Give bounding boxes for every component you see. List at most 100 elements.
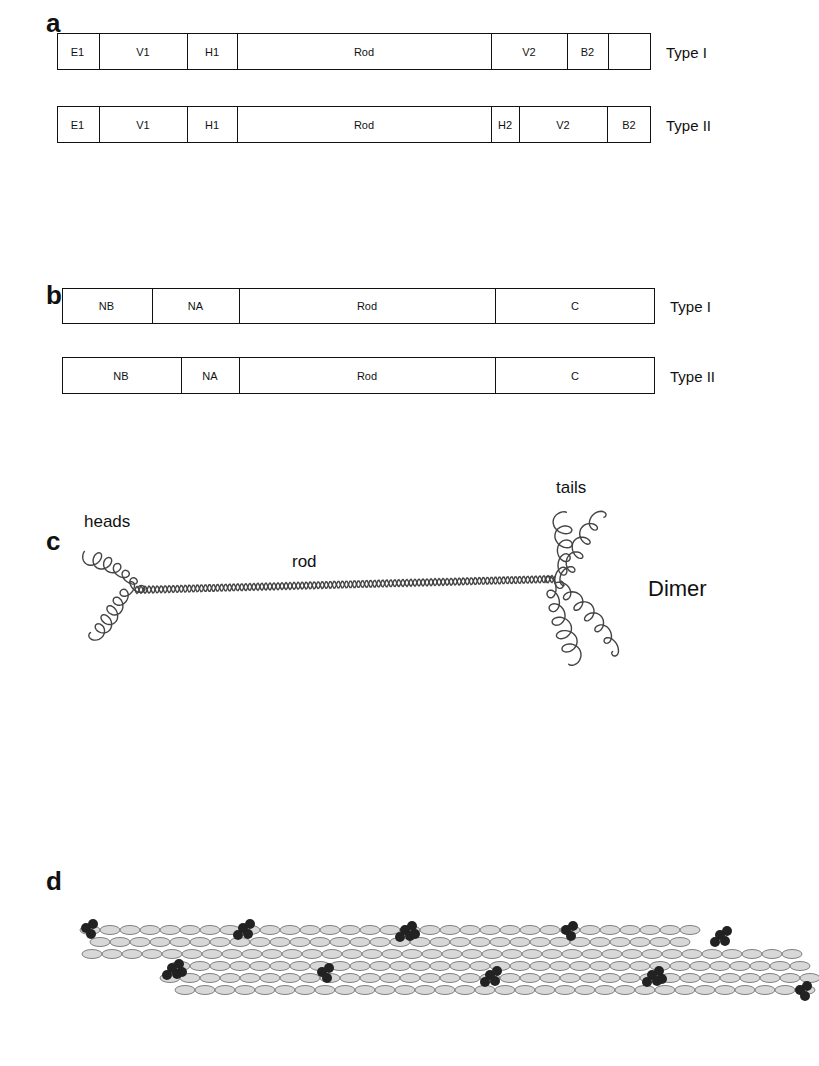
coil-segment [310,938,330,947]
coil-segment [220,974,240,983]
coil-segment [90,938,110,947]
terminal-domain-dot [722,926,732,936]
coil-segment [522,950,542,959]
domain-segment: NB [62,289,153,323]
coil-segment [590,962,610,971]
coil-segment [640,926,660,935]
coil-segment [250,938,270,947]
coil-segment [290,962,310,971]
coil-segment [295,986,315,995]
coil-segment [510,962,530,971]
coil-segment [202,950,222,959]
figure-label: heads [84,512,130,532]
coil-segment [415,986,435,995]
coil-segment [580,974,600,983]
coil-segment [502,950,522,959]
coil-segment [215,986,235,995]
terminal-domain-dot [322,973,332,983]
coil-segment [82,950,102,959]
coil-segment [422,950,442,959]
domain-segment: V1 [100,34,188,69]
terminal-domain-dot [492,966,502,976]
domain-segment: H1 [188,107,238,142]
domain-label: B2 [581,46,594,58]
domain-segment: B2 [608,107,651,142]
domain-label: V2 [556,119,569,131]
coil-segment [542,950,562,959]
domain-segment: V1 [100,107,188,142]
coil-segment [730,962,750,971]
rod-strand [135,576,555,594]
domain-segment: NB [62,358,182,393]
terminal-domain-dot [395,932,405,942]
coil-segment [235,986,255,995]
domain-label: NA [202,370,217,382]
coil-segment [602,950,622,959]
keratin-bar: Type IINBNARodC [62,357,655,394]
coil-segment [610,938,630,947]
domain-segment: C [496,289,655,323]
coil-segment [655,986,675,995]
domain-label: Rod [357,300,377,312]
domain-label: V2 [522,46,535,58]
coil-segment [450,938,470,947]
coil-segment [720,974,740,983]
domain-label: NA [188,300,203,312]
coil-segment [240,974,260,983]
type-label: Type II [670,367,715,384]
coil-segment [662,950,682,959]
terminal-domain-dot [233,930,243,940]
domain-segment: NA [182,358,240,393]
coil-segment [195,986,215,995]
coil-segment [690,962,710,971]
coil-segment [262,950,282,959]
type-label: Type I [670,298,711,315]
domain-segment: V2 [520,107,608,142]
coil-segment [610,962,630,971]
coil-segment [222,950,242,959]
domain-segment: Rod [240,358,496,393]
coil-segment [380,974,400,983]
coil-segment [420,974,440,983]
coil-segment [260,926,280,935]
coil-segment [200,926,220,935]
coil-segment [282,950,302,959]
coil-segment [420,926,440,935]
terminal-domain-dot [243,929,253,939]
coil-segment [562,950,582,959]
domain-label: NB [113,370,128,382]
coil-segment [800,974,819,983]
coil-segment [650,938,670,947]
domain-label: H1 [205,46,219,58]
domain-segment: V2 [492,34,568,69]
coil-segment [350,938,370,947]
coil-segment [600,974,620,983]
coil-segment [770,962,790,971]
domain-segment: B2 [568,34,609,69]
coil-segment [520,974,540,983]
terminal-domain-dot [86,929,96,939]
terminal-domain-dot [710,937,720,947]
coil-segment [430,938,450,947]
coil-segment [410,962,430,971]
terminal-domain-dot [177,967,187,977]
coil-segment [660,926,680,935]
coil-segment [780,974,800,983]
coil-segment [722,950,742,959]
coil-segment [575,986,595,995]
coil-segment [510,938,530,947]
coil-segment [142,950,162,959]
coil-segment [530,938,550,947]
domain-segment: H1 [188,34,238,69]
tail-domain [553,512,572,589]
coil-segment [260,974,280,983]
head-domain [89,582,135,640]
coil-segment [360,974,380,983]
coil-segment [620,974,640,983]
coil-segment [530,962,550,971]
coil-segment [395,986,415,995]
domain-label: E1 [71,46,84,58]
coil-segment [490,938,510,947]
